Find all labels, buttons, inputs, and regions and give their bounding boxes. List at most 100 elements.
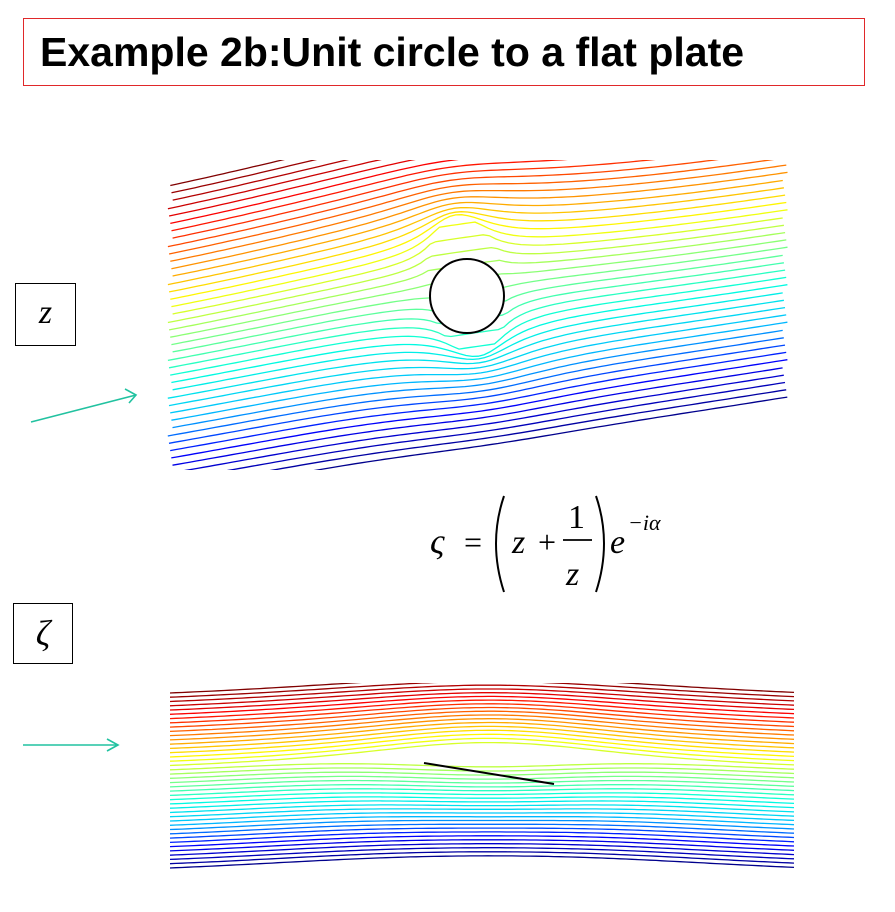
zeta-streamline <box>169 816 795 826</box>
z-streamline <box>167 160 720 248</box>
z-streamline <box>172 292 783 391</box>
zeta-streamline <box>169 763 795 771</box>
z-streamline <box>172 179 783 277</box>
z-streamline <box>171 321 788 421</box>
zeta-plane-label: ζ <box>35 613 51 653</box>
zeta-streamline <box>169 835 795 848</box>
zeta-streamline <box>169 706 795 728</box>
equation-denominator: z <box>565 556 579 593</box>
zeta-streamline <box>169 703 795 724</box>
z-streamline <box>171 171 788 270</box>
zeta-streamline <box>169 847 795 861</box>
mapping-equation: ς = z + 1 z e −iα <box>430 495 661 593</box>
zeta-streamline <box>169 688 795 707</box>
zeta-streamline <box>169 683 795 698</box>
z-streamline <box>168 269 786 369</box>
z-streamline <box>170 160 459 225</box>
zeta-streamline <box>169 775 795 784</box>
left-paren <box>495 495 505 593</box>
zeta-streamline <box>169 710 795 733</box>
equation-equals: = <box>464 524 482 560</box>
z-streamline <box>167 160 382 210</box>
z-streamline <box>168 344 786 444</box>
z-streamline <box>184 374 784 470</box>
z-streamline <box>171 209 788 308</box>
zeta-streamline <box>169 692 795 711</box>
z-streamline <box>171 160 318 194</box>
z-streamline <box>170 276 787 376</box>
z-streamline <box>167 299 784 399</box>
zeta-streamline <box>169 733 795 758</box>
equation-exponent: −iα <box>628 510 661 535</box>
z-flow-arrow <box>30 388 138 423</box>
zeta-streamline <box>169 819 795 831</box>
zeta-streamline <box>169 714 795 737</box>
zeta-streamline <box>169 741 795 767</box>
zeta-streamline <box>169 808 795 818</box>
z-streamline <box>170 164 787 262</box>
z-streamline <box>313 396 788 470</box>
zeta-streamline <box>169 784 795 792</box>
zeta-streamline <box>169 812 795 822</box>
z-streamline <box>269 389 787 470</box>
right-paren <box>595 495 605 593</box>
z-streamline <box>168 306 786 407</box>
page-title: Example 2b:Unit circle to a flat plate <box>40 29 745 75</box>
zeta-flow-arrow <box>23 738 120 752</box>
equation-exp-base: e <box>610 524 625 561</box>
zeta-streamline <box>169 855 795 869</box>
z-streamline <box>171 160 569 232</box>
z-streamline <box>172 160 350 201</box>
zeta-streamline <box>169 721 795 745</box>
z-streamline <box>226 381 786 470</box>
z-streamline <box>170 351 787 452</box>
zeta-streamline <box>169 684 795 703</box>
zeta-streamline <box>169 718 795 741</box>
zeta-streamline <box>169 796 795 805</box>
zeta-streamline <box>169 827 795 839</box>
z-streamline <box>170 160 285 187</box>
zeta-plane-label-box: ζ <box>13 603 73 664</box>
zeta-streamline <box>169 788 795 797</box>
zeta-streamline <box>169 771 795 779</box>
z-streamline <box>167 187 784 286</box>
z-plane-label-box: z <box>15 283 76 346</box>
equation-z: z <box>511 524 525 561</box>
z-streamline <box>167 224 784 324</box>
zeta-streamline <box>169 779 795 788</box>
flat-plate <box>423 762 555 785</box>
zeta-streamline <box>169 831 795 844</box>
equation-plus: + <box>538 524 556 560</box>
zeta-streamline <box>169 699 795 720</box>
zeta-streamline <box>169 839 795 852</box>
zeta-streamline <box>169 800 795 809</box>
zeta-streamline <box>169 843 795 856</box>
zeta-streamline <box>169 729 795 754</box>
zeta-plane-streamlines <box>169 683 795 869</box>
z-streamline <box>172 367 783 466</box>
zeta-streamline <box>169 851 795 865</box>
z-streamline <box>171 359 788 459</box>
z-streamline <box>168 160 775 255</box>
z-plane-label: z <box>38 294 53 331</box>
z-plane-streamlines <box>167 160 788 470</box>
zeta-streamline <box>169 804 795 814</box>
equation-lhs: ς <box>430 521 445 561</box>
zeta-streamline <box>169 737 795 762</box>
zeta-streamline <box>169 823 795 835</box>
z-streamline <box>170 314 787 414</box>
z-streamline <box>170 201 787 300</box>
z-streamline <box>171 284 788 384</box>
z-streamline <box>168 194 786 293</box>
z-streamline <box>168 160 416 217</box>
z-streamline <box>172 217 783 315</box>
unit-circle <box>429 258 505 334</box>
zeta-streamline <box>169 695 795 715</box>
zeta-streamline <box>169 792 795 801</box>
zeta-streamline <box>169 767 795 775</box>
z-streamline <box>167 337 784 437</box>
zeta-streamline <box>169 683 795 694</box>
zeta-streamline <box>169 725 795 750</box>
equation-numerator: 1 <box>568 499 585 536</box>
